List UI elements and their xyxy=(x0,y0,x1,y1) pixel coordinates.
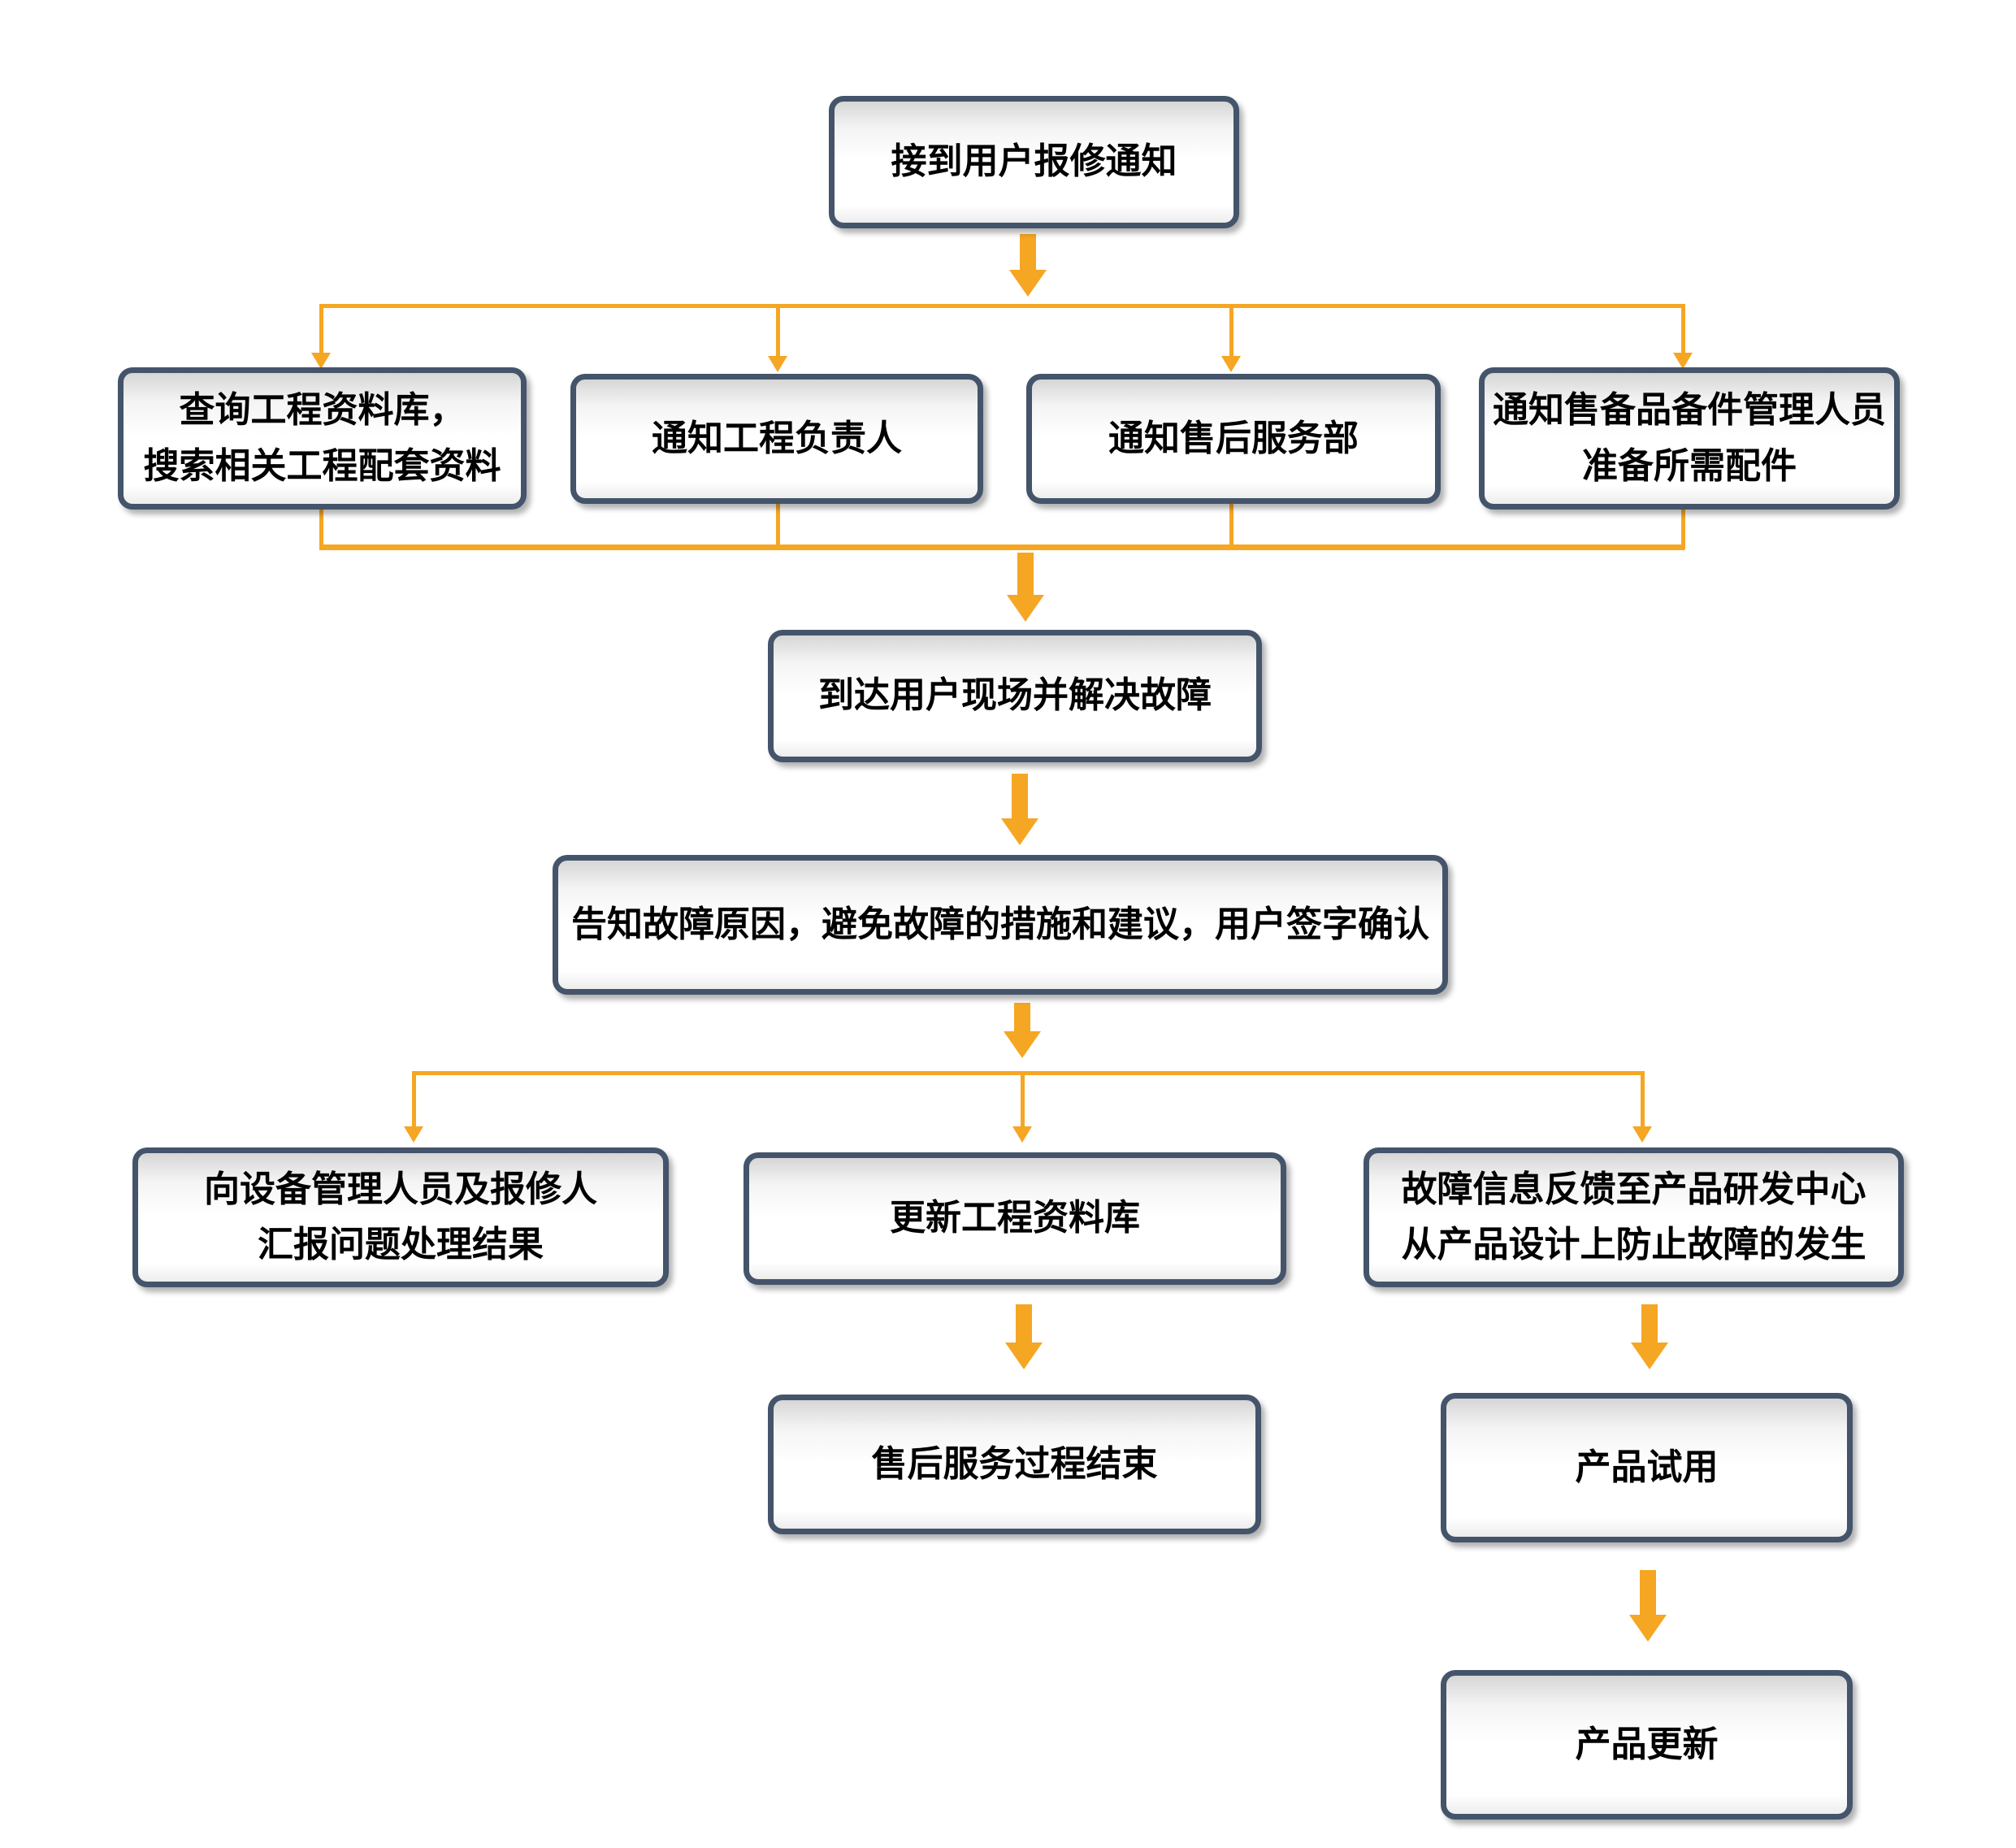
arrow-head xyxy=(311,353,331,369)
node-query-database: 查询工程资料库， 搜索相关工程配套资料 xyxy=(118,367,527,510)
node-label-line1: 查询工程资料库， xyxy=(179,390,466,431)
arrow-down-icon xyxy=(1007,553,1044,622)
arrow-stem xyxy=(1016,1304,1032,1343)
node-label-line2: 搜索相关工程配套资料 xyxy=(143,445,501,486)
arrow-head xyxy=(1012,1126,1032,1143)
node-arrive-onsite: 到达用户现场并解决故障 xyxy=(768,630,1262,762)
node-update-database: 更新工程资料库 xyxy=(744,1152,1286,1285)
node-label: 更新工程资料库 xyxy=(890,1198,1140,1239)
arrow-down-icon xyxy=(1004,1003,1041,1058)
node-label-line1: 故障信息反馈至产品研发中心 xyxy=(1401,1169,1866,1209)
arrow-stem xyxy=(1229,304,1233,356)
arrow-stem xyxy=(1680,304,1685,353)
node-label: 产品更新 xyxy=(1575,1724,1719,1764)
arrow-head xyxy=(1221,356,1241,372)
branch-line-bottom xyxy=(412,1071,1644,1075)
node-label: 到达用户现场并解决故障 xyxy=(818,675,1212,716)
node-notify-spareparts: 通知售备品备件管理人员 准备所需配件 xyxy=(1479,367,1900,510)
node-label: 通知工程负责人 xyxy=(652,418,902,458)
node-label-line1: 向设备管理人员及报修人 xyxy=(204,1169,597,1209)
connector-line xyxy=(1681,488,1685,549)
arrow-down-icon xyxy=(311,304,331,369)
arrow-stem xyxy=(1012,774,1028,818)
arrow-stem xyxy=(411,1071,416,1126)
arrow-head xyxy=(768,356,787,372)
node-inform-cause: 告知故障原因，避免故障的措施和建议，用户签字确认 xyxy=(553,855,1448,995)
node-label-line1: 通知售备品备件管理人员 xyxy=(1493,390,1886,431)
arrow-stem xyxy=(1641,1304,1658,1343)
arrow-stem xyxy=(1014,1003,1030,1031)
node-label: 接到用户报修通知 xyxy=(891,141,1177,182)
arrow-down-icon xyxy=(768,304,787,372)
arrow-stem xyxy=(319,304,323,353)
node-service-end: 售后服务过程结束 xyxy=(768,1395,1261,1534)
arrow-stem xyxy=(1640,1570,1656,1615)
node-label-line2: 从产品设计上防止故障的发生 xyxy=(1401,1225,1866,1265)
connector-line xyxy=(319,488,323,549)
arrow-stem xyxy=(1640,1071,1645,1126)
node-product-update: 产品更新 xyxy=(1441,1670,1853,1820)
arrow-down-icon xyxy=(1012,1071,1032,1143)
arrow-head xyxy=(1629,1615,1667,1642)
arrow-stem xyxy=(1020,1071,1025,1126)
arrow-head xyxy=(1009,270,1047,297)
arrow-down-icon xyxy=(1632,1071,1652,1143)
merge-line xyxy=(319,544,1684,550)
arrow-down-icon xyxy=(1673,304,1693,369)
arrow-head xyxy=(1007,595,1044,622)
connector-line xyxy=(1229,488,1233,549)
arrow-stem xyxy=(1017,553,1034,595)
connector-line xyxy=(776,488,780,549)
arrow-down-icon xyxy=(1629,1570,1667,1642)
node-label: 产品试用 xyxy=(1575,1447,1719,1487)
arrow-down-icon xyxy=(404,1071,423,1143)
arrow-head xyxy=(1631,1343,1668,1369)
arrow-down-icon xyxy=(1001,774,1038,845)
arrow-head xyxy=(1001,818,1038,845)
node-notify-engineer: 通知工程负责人 xyxy=(570,374,983,504)
node-feedback-rd: 故障信息反馈至产品研发中心 从产品设计上防止故障的发生 xyxy=(1364,1147,1904,1287)
arrow-down-icon xyxy=(1005,1304,1043,1369)
arrow-head xyxy=(1673,353,1693,369)
branch-line-top xyxy=(319,304,1684,308)
arrow-down-icon xyxy=(1221,304,1241,372)
node-label-line2: 汇报问题处理结果 xyxy=(258,1225,544,1265)
arrow-head xyxy=(404,1126,423,1143)
arrow-stem xyxy=(1020,234,1036,270)
arrow-down-icon xyxy=(1009,234,1047,297)
arrow-stem xyxy=(775,304,780,356)
node-receive-notice: 接到用户报修通知 xyxy=(829,96,1239,228)
arrow-down-icon xyxy=(1631,1304,1668,1369)
node-product-trial: 产品试用 xyxy=(1441,1393,1853,1542)
arrow-head xyxy=(1632,1126,1652,1143)
node-label: 通知售后服务部 xyxy=(1108,418,1359,458)
arrow-head xyxy=(1005,1343,1043,1369)
node-notify-aftersales: 通知售后服务部 xyxy=(1026,374,1441,504)
node-label: 告知故障原因，避免故障的措施和建议，用户签字确认 xyxy=(571,904,1429,944)
arrow-head xyxy=(1004,1031,1041,1058)
node-label: 售后服务过程结束 xyxy=(871,1443,1158,1484)
node-label-line2: 准备所需配件 xyxy=(1582,445,1797,486)
node-report-result: 向设备管理人员及报修人 汇报问题处理结果 xyxy=(132,1147,669,1287)
